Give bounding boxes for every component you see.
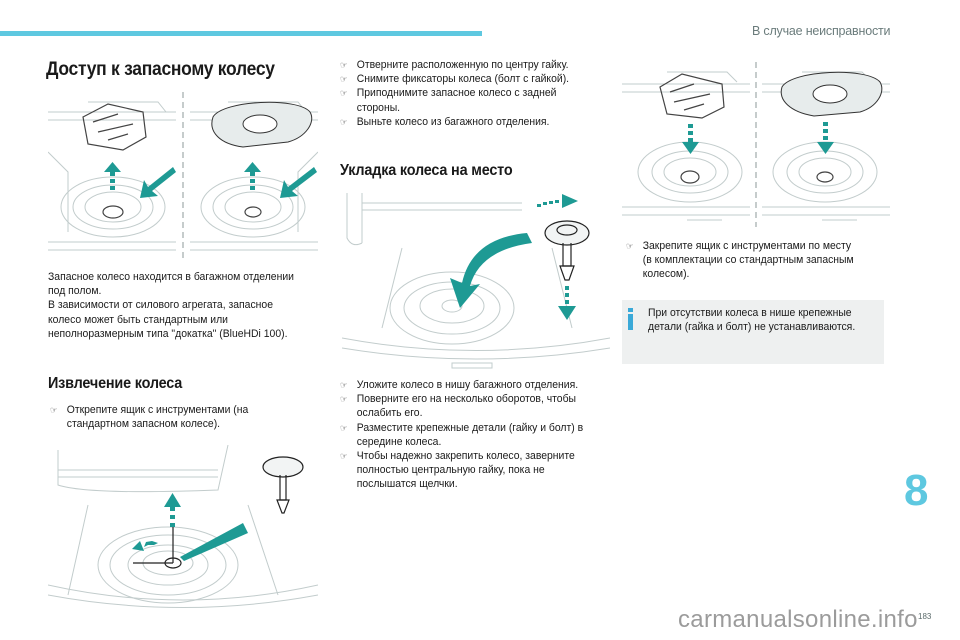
step-line: ослабить его. <box>356 407 423 420</box>
illustration-access-spare-wheel <box>48 92 318 260</box>
pointing-hand-icon: ☞ <box>626 241 634 251</box>
step-item: ☞ Отверните расположенную по центру гайку… <box>340 58 569 72</box>
loosen-diagram <box>48 445 318 608</box>
step-line: стандартном запасном колесе). <box>66 418 221 431</box>
step-item: ☞ Закрепите ящик с инструментами по месту… <box>626 239 854 282</box>
step-item: ☞ Открепите ящик с инструментами (на станд… <box>50 403 248 431</box>
pointing-hand-icon: ☞ <box>340 116 348 127</box>
step-line: (в комплектации со стандартным запасным <box>642 254 854 267</box>
step-line: стороны. <box>356 101 401 114</box>
page-number: 183 <box>918 612 932 621</box>
step-line: послышатся щелчки. <box>356 478 458 491</box>
pointing-hand-icon: ☞ <box>340 380 348 390</box>
step-line: Чтобы надежно закрепить колесо, завернит… <box>356 450 575 463</box>
illustration-loosen-nut <box>48 445 318 610</box>
intro-line: неполноразмерным типа "докатка" (BlueHDi… <box>48 327 288 340</box>
step-line: Приподнимите запасное колесо с задней <box>356 87 557 100</box>
intro-line: колесо может быть стандартным или <box>48 313 228 326</box>
intro-line: Запасное колесо находится в багажном отд… <box>48 271 294 283</box>
remove-steps-left: ☞ Открепите ящик с инструментами (на станд… <box>50 403 263 431</box>
info-icon-dot <box>628 308 633 312</box>
intro-line: под полом. <box>48 285 102 298</box>
step-line: Снимите фиксаторы колеса (болт с гайкой)… <box>356 73 570 86</box>
step-line: Открепите ящик с инструментами (на <box>66 404 249 416</box>
pointing-hand-icon: ☞ <box>340 88 348 99</box>
refit-diagram <box>622 62 890 227</box>
info-icon <box>628 308 633 330</box>
intro-line: В зависимости от силового агрегата, запа… <box>48 299 273 312</box>
info-note-box: При отсутствии колеса в нише крепежные д… <box>622 300 884 364</box>
pointing-hand-icon: ☞ <box>340 422 348 433</box>
info-icon-bar <box>628 314 633 330</box>
step-item: ☞ Снимите фиксаторы колеса (болт с гайкой… <box>340 72 569 86</box>
chapter-number-tab: 8 <box>904 466 929 515</box>
install-steps-right: ☞ Закрепите ящик с инструментами по месту… <box>626 239 871 282</box>
step-line: Поверните его на несколько оборотов, что… <box>356 393 577 406</box>
step-line: середине колеса. <box>356 435 442 448</box>
section-title-install: Укладка колеса на место <box>340 162 513 179</box>
info-line: детали (гайка и болт) не устанавливаются… <box>648 321 856 334</box>
watermark: carmanualsonline.info <box>678 606 918 633</box>
pointing-hand-icon: ☞ <box>50 405 58 415</box>
step-line: Выньте колесо из багажного отделения. <box>356 115 550 128</box>
info-note-text: При отсутствии колеса в нише крепежные д… <box>648 306 855 334</box>
section-title-remove: Извлечение колеса <box>48 375 183 392</box>
step-item: ☞ Уложите колесо в нишу багажного отделен… <box>340 378 583 392</box>
step-line: Разместите крепежные детали (гайку и бол… <box>356 421 584 434</box>
section-title-access: Доступ к запасному колесу <box>46 59 275 80</box>
info-line: При отсутствии колеса в нише крепежные <box>648 307 852 319</box>
step-line: Закрепите ящик с инструментами по месту <box>642 240 852 252</box>
install-steps: ☞ Уложите колесо в нишу багажного отделен… <box>340 378 601 492</box>
step-item: ☞ Разместите крепежные детали (гайку и бо… <box>340 421 583 449</box>
pointing-hand-icon: ☞ <box>340 74 348 85</box>
install-diagram <box>342 193 610 369</box>
pointing-hand-icon: ☞ <box>340 394 348 405</box>
step-line: Отверните расположенную по центру гайку. <box>356 59 569 71</box>
chapter-accent-bar <box>0 31 482 36</box>
pointing-hand-icon: ☞ <box>340 60 348 70</box>
step-item: ☞ Выньте колесо из багажного отделения. <box>340 115 569 129</box>
remove-steps-right: ☞ Отверните расположенную по центру гайку… <box>340 58 586 129</box>
chapter-title: В случае неисправности <box>752 24 891 38</box>
illustration-refit-toolbox <box>622 62 890 227</box>
pointing-hand-icon: ☞ <box>340 451 348 462</box>
illustration-install-wheel <box>342 188 610 370</box>
access-diagram <box>48 92 318 260</box>
intro-paragraph: Запасное колесо находится в багажном отд… <box>48 270 294 341</box>
step-line: колесом). <box>642 268 690 281</box>
step-line: полностью центральную гайку, пока не <box>356 464 545 477</box>
step-item: ☞ Поверните его на несколько оборотов, чт… <box>340 392 583 420</box>
step-item: ☞ Чтобы надежно закрепить колесо, заверни… <box>340 449 583 492</box>
step-line: Уложите колесо в нишу багажного отделени… <box>356 379 579 391</box>
